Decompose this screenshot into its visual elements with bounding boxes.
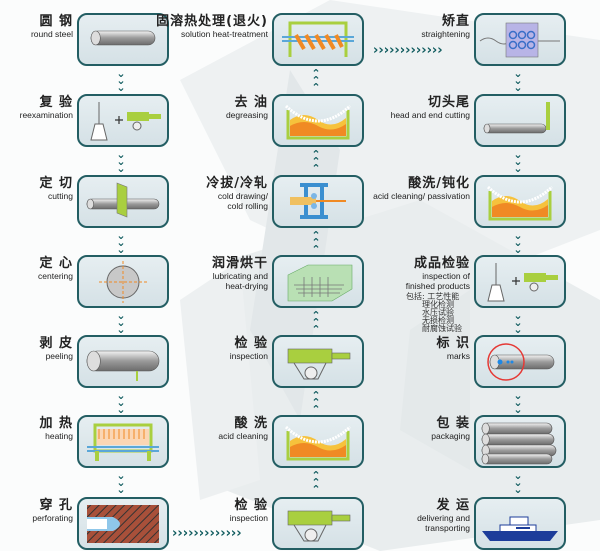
step-box[interactable] [272,415,364,468]
step-note: 包括: 工艺性能理化检测水压试验无损检测耐腐蚀试验 [406,293,462,333]
step-box[interactable] [272,335,364,388]
step-box[interactable] [474,13,566,66]
step-box[interactable] [77,335,169,388]
down-chevrons-icon: ⌄⌄⌄ [513,148,523,175]
down-chevrons-icon: ⌄⌄⌄ [116,389,126,416]
note-line: 水压试验 [422,308,454,317]
step-box[interactable] [77,175,169,228]
step-box[interactable] [77,255,169,308]
down-chevrons-icon: ⌄⌄⌄ [513,469,523,496]
up-chevrons-icon: ⌃⌃⌃ [311,469,321,496]
right-chevrons-icon: ››››››››››››› [373,43,443,58]
step-box[interactable] [474,335,566,388]
up-chevrons-icon: ⌃⌃⌃ [311,389,321,416]
step-box[interactable] [474,255,566,308]
step-box[interactable] [77,415,169,468]
step-box[interactable] [77,13,169,66]
down-chevrons-icon: ⌄⌄⌄ [116,67,126,94]
up-chevrons-icon: ⌃⌃⌃ [311,309,321,336]
step-box[interactable] [272,497,364,550]
up-chevrons-icon: ⌃⌃⌃ [311,67,321,94]
down-chevrons-icon: ⌄⌄⌄ [513,67,523,94]
note-line: 理化检测 [422,300,454,309]
right-chevrons-icon: ››››››››››››› [172,526,242,541]
up-chevrons-icon: ⌃⌃⌃ [311,229,321,256]
step-box[interactable] [474,415,566,468]
down-chevrons-icon: ⌄⌄⌄ [513,309,523,336]
up-chevrons-icon: ⌃⌃⌃ [311,148,321,175]
note-line: 包括: 工艺性能 [406,292,460,301]
down-chevrons-icon: ⌄⌄⌄ [513,389,523,416]
step-box[interactable] [474,175,566,228]
down-chevrons-icon: ⌄⌄⌄ [116,309,126,336]
step-box[interactable] [272,175,364,228]
step-box[interactable] [272,94,364,147]
down-chevrons-icon: ⌄⌄⌄ [116,148,126,175]
down-chevrons-icon: ⌄⌄⌄ [513,229,523,256]
note-line: 耐腐蚀试验 [422,324,462,333]
step-box[interactable] [474,94,566,147]
down-chevrons-icon: ⌄⌄⌄ [116,469,126,496]
note-line: 无损检测 [422,316,454,325]
step-box[interactable] [272,255,364,308]
step-box[interactable] [474,497,566,550]
step-box[interactable] [272,13,364,66]
down-chevrons-icon: ⌄⌄⌄ [116,229,126,256]
step-box[interactable] [77,94,169,147]
step-box[interactable] [77,497,169,550]
